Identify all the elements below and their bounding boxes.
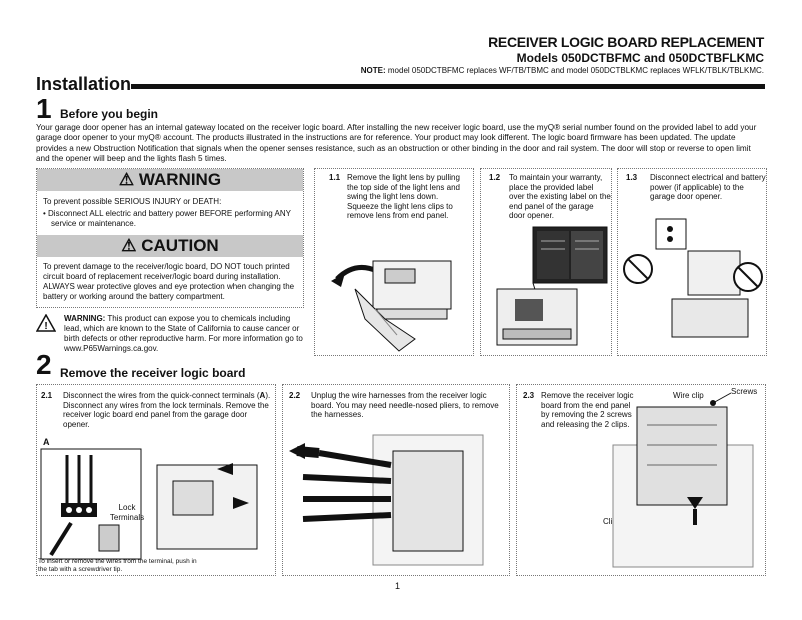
warning-bullet: • Disconnect ALL electric and battery po… [43, 209, 291, 228]
step1-number: 1 [36, 93, 52, 124]
warning-line: To prevent possible SERIOUS INJURY or DE… [43, 197, 222, 206]
step-2-3-panel: 2.3 Remove the receiver logic board from… [516, 384, 766, 576]
page-number: 1 [395, 581, 401, 591]
step-2-3-text: Remove the receiver logic board from the… [541, 391, 634, 429]
step-2-1-panel: 2.1 Disconnect the wires from the quick-… [36, 384, 276, 576]
model-note: NOTE: model 050DCTBFMC replaces WF/TB/TB… [360, 66, 764, 75]
warning-triangle-icon: ⚠ [118, 170, 139, 189]
section-rule [131, 84, 765, 89]
prop65-text: WARNING: This product can expose you to … [64, 314, 303, 353]
power-disconnect-illustration [623, 218, 763, 338]
step2-title: Remove the receiver logic board [60, 366, 246, 380]
clips-label: Clips [603, 517, 621, 526]
caution-para2: ALWAYS wear protective gloves and eye pr… [43, 282, 295, 301]
caution-triangle-icon: ⚠ [121, 236, 142, 255]
models-subtitle: Models 050DCTBFMC and 050DCTBFLKMC [516, 51, 764, 65]
screws-label: Screws [731, 387, 758, 396]
label-placement-illustration [496, 226, 608, 346]
step-2-1-text: Disconnect the wires from the quick-conn… [63, 391, 271, 429]
section-title: Installation [36, 74, 132, 94]
figure-label-a: A [43, 437, 50, 447]
warning-heading: ⚠ WARNING [37, 169, 303, 191]
document-title: RECEIVER LOGIC BOARD REPLACEMENT [488, 34, 764, 50]
light-lens-illustration [331, 260, 452, 352]
step2-number: 2 [36, 349, 52, 380]
step-1-1-text: Remove the light lens by pulling the top… [347, 173, 460, 221]
step1-paragraph: Your garage door opener has an internal … [36, 123, 757, 164]
quick-connect-terminals-illustration [40, 448, 258, 560]
step-1-3-panel: 1.3 Disconnect electrical and battery po… [617, 168, 767, 356]
step-1-3-text: Disconnect electrical and battery power … [650, 173, 766, 202]
prop65-warning-icon: ! [36, 314, 56, 332]
caution-para1: To prevent damage to the receiver/logic … [43, 262, 290, 281]
wire-clip-label: Wire clip [673, 391, 704, 400]
lock-terminals-label: Lock Terminals [109, 503, 145, 522]
step-1-2-panel: 1.2 To maintain your warranty, place the… [480, 168, 612, 356]
step-1-1-panel: 1.1 Remove the light lens by pulling the… [314, 168, 474, 356]
warning-box: ⚠ WARNING To prevent possible SERIOUS IN… [36, 168, 304, 308]
step1-title: Before you begin [60, 107, 159, 121]
step-2-2-panel: 2.2 Unplug the wire harnesses from the r… [282, 384, 510, 576]
insert-wires-note: To insert or remove the wires from the t… [38, 558, 197, 573]
step-1-2-text: To maintain your warranty, place the pro… [509, 173, 611, 221]
step-2-2-text: Unplug the wire harnesses from the recei… [311, 391, 499, 420]
caution-heading: ⚠ CAUTION [37, 235, 303, 257]
logic-board-removal-illustration [612, 392, 754, 568]
wire-harness-illustration [289, 434, 484, 566]
svg-text:!: ! [44, 321, 47, 332]
